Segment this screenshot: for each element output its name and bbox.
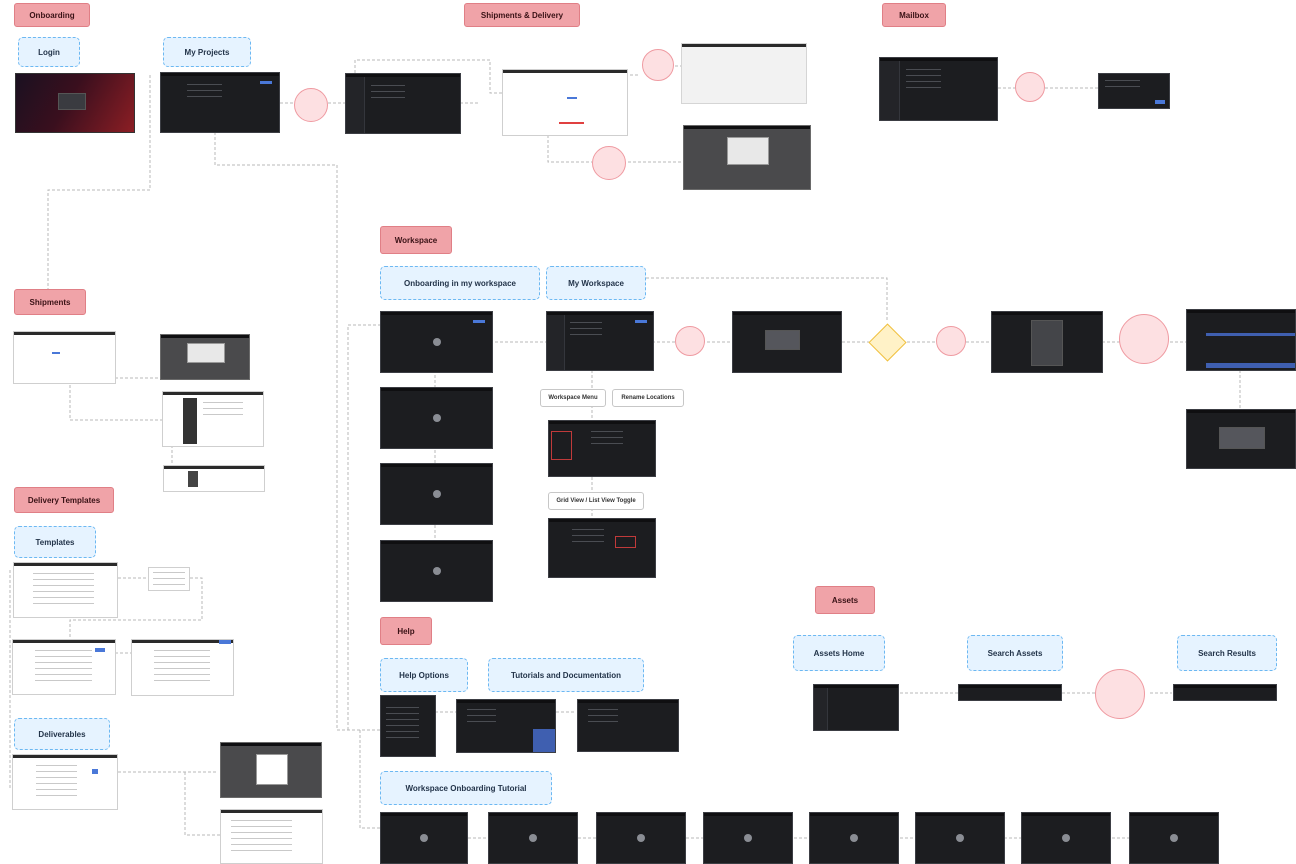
screen-template-popup [148, 567, 190, 591]
screen-shipment-form [502, 69, 628, 136]
screen-mailbox-compose [1098, 73, 1170, 109]
step-circle [592, 146, 626, 180]
label-workspace-tutorial: Workspace Onboarding Tutorial [380, 771, 552, 805]
screen-search-assets [958, 684, 1062, 701]
screen-tutorial-step-7 [1021, 812, 1111, 864]
section-onboarding: Onboarding [14, 3, 90, 27]
screen-shipment-modal [683, 125, 811, 190]
screen-workspace-menu [548, 420, 656, 477]
screen-onboarding-ws-2 [380, 387, 493, 449]
label-assets-home: Assets Home [793, 635, 885, 671]
screen-mailbox [879, 57, 998, 121]
screen-workspace-dialog [732, 311, 842, 373]
note-rename-locations: Rename Locations [612, 389, 684, 407]
step-circle [1119, 314, 1169, 364]
screen-tutorial-step-8 [1129, 812, 1219, 864]
screen-help-tutorials [456, 699, 556, 753]
screen-deliverables [12, 754, 118, 810]
screen-tutorial-step-2 [488, 812, 578, 864]
label-login: Login [18, 37, 80, 67]
step-circle [1095, 669, 1145, 719]
screen-shipment-blank [681, 43, 807, 104]
screen-help-documentation [577, 699, 679, 752]
section-assets: Assets [815, 586, 875, 614]
label-onboarding-workspace: Onboarding in my workspace [380, 266, 540, 300]
screen-project-detail [345, 73, 461, 134]
step-circle [642, 49, 674, 81]
label-my-projects: My Projects [163, 37, 251, 67]
screen-onboarding-ws-3 [380, 463, 493, 525]
label-my-workspace: My Workspace [546, 266, 646, 300]
step-circle [1015, 72, 1045, 102]
section-workspace: Workspace [380, 226, 452, 254]
screen-assets-home [813, 684, 899, 731]
screen-shipments-list [162, 391, 264, 447]
label-search-results: Search Results [1177, 635, 1277, 671]
step-circle [294, 88, 328, 122]
screen-onboarding-ws-1 [380, 311, 493, 373]
screen-tutorial-step-4 [703, 812, 793, 864]
label-search-assets: Search Assets [967, 635, 1063, 671]
screen-workspace-complete [1186, 409, 1296, 469]
screen-search-results [1173, 684, 1277, 701]
section-help: Help [380, 617, 432, 645]
screen-tutorial-step-6 [915, 812, 1005, 864]
screen-template-edit [12, 639, 116, 695]
screen-templates [13, 562, 118, 618]
screen-shipments-detail [163, 465, 265, 492]
screen-deliverables-modal [220, 742, 322, 798]
section-mailbox: Mailbox [882, 3, 946, 27]
step-circle [675, 326, 705, 356]
note-workspace-menu: Workspace Menu [540, 389, 606, 407]
step-circle [936, 326, 966, 356]
screen-tutorial-step-1 [380, 812, 468, 864]
screen-my-projects [160, 72, 280, 133]
screen-template-edit-2 [131, 639, 234, 696]
screen-tutorial-step-3 [596, 812, 686, 864]
section-delivery-templates: Delivery Templates [14, 487, 114, 513]
section-shipments: Shipments [14, 289, 86, 315]
screen-workspace-upload [991, 311, 1103, 373]
section-shipments-delivery: Shipments & Delivery [464, 3, 580, 27]
screen-login [15, 73, 135, 133]
screen-my-workspace [546, 311, 654, 371]
screen-shipments [13, 331, 116, 384]
screen-deliverables-detail [220, 809, 323, 864]
screen-workspace-grid [548, 518, 656, 578]
label-tutorials-docs: Tutorials and Documentation [488, 658, 644, 692]
screen-tutorial-step-5 [809, 812, 899, 864]
note-grid-view-toggle: Grid View / List View Toggle [548, 492, 644, 510]
decision-diamond [868, 323, 907, 362]
screen-workspace-progress [1186, 309, 1296, 371]
label-help-options: Help Options [380, 658, 468, 692]
screen-onboarding-ws-4 [380, 540, 493, 602]
label-deliverables: Deliverables [14, 718, 110, 750]
screen-shipments-modal [160, 334, 250, 380]
label-templates: Templates [14, 526, 96, 558]
screen-help-options [380, 695, 436, 757]
